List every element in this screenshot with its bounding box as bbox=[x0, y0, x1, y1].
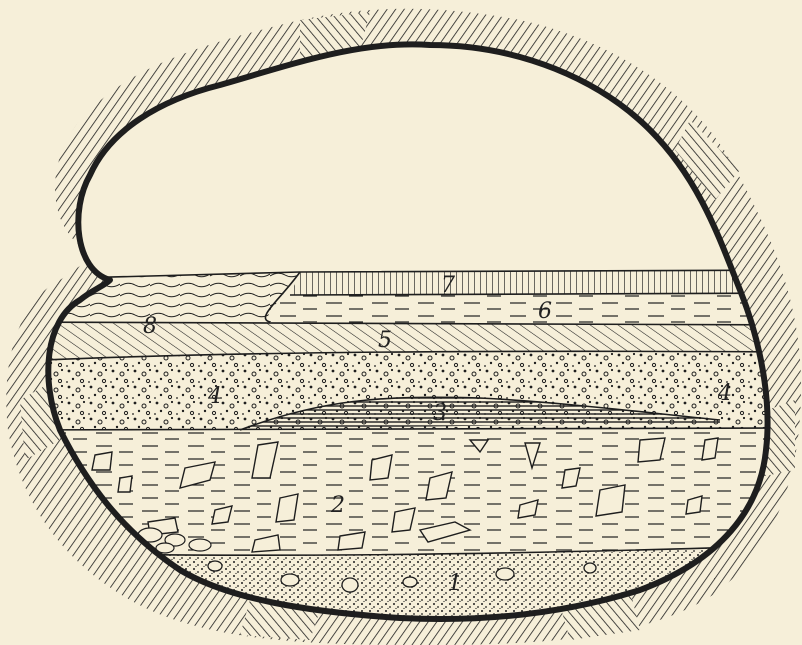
layer-7-label: 7 bbox=[441, 273, 455, 298]
layer-1-label: 1 bbox=[448, 571, 462, 596]
layer-5-label: 5 bbox=[378, 328, 392, 353]
layer-4-label-right: 4 bbox=[717, 381, 732, 406]
layer-6-label: 6 bbox=[538, 299, 552, 324]
layer-6-fill bbox=[270, 293, 802, 325]
layer-8-label: 8 bbox=[143, 314, 157, 339]
layer-7-fill bbox=[290, 270, 802, 295]
layer-4-label: 4 bbox=[207, 384, 222, 409]
layer-2-label: 2 bbox=[330, 493, 345, 518]
layer-3-label: 3 bbox=[433, 401, 447, 426]
